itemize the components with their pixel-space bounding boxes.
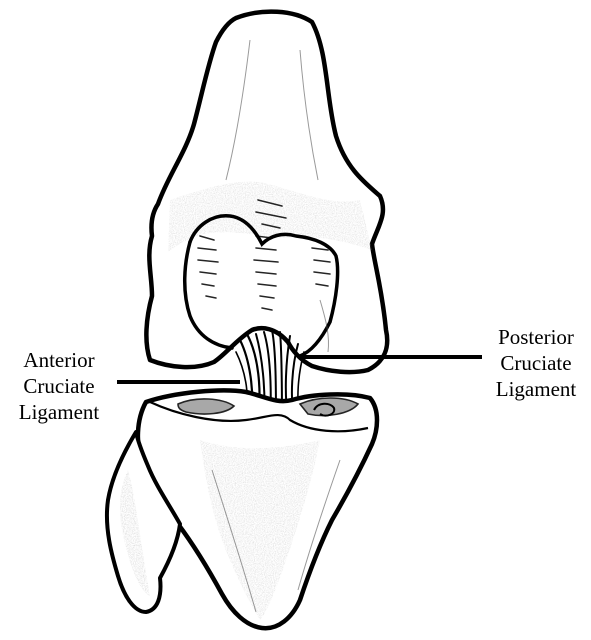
acl-label-line-3: Ligament <box>2 399 116 425</box>
pcl-label-line-1: Posterior <box>484 324 588 350</box>
acl-label: Anterior Cruciate Ligament <box>2 347 116 425</box>
pcl-label-line-2: Cruciate <box>484 350 588 376</box>
pcl-label-line-3: Ligament <box>484 376 588 402</box>
acl-label-line-2: Cruciate <box>2 373 116 399</box>
tibia <box>138 390 377 628</box>
pcl-label: Posterior Cruciate Ligament <box>484 324 588 402</box>
acl-label-line-1: Anterior <box>2 347 116 373</box>
femur <box>146 12 387 372</box>
menisci-left <box>178 399 234 414</box>
